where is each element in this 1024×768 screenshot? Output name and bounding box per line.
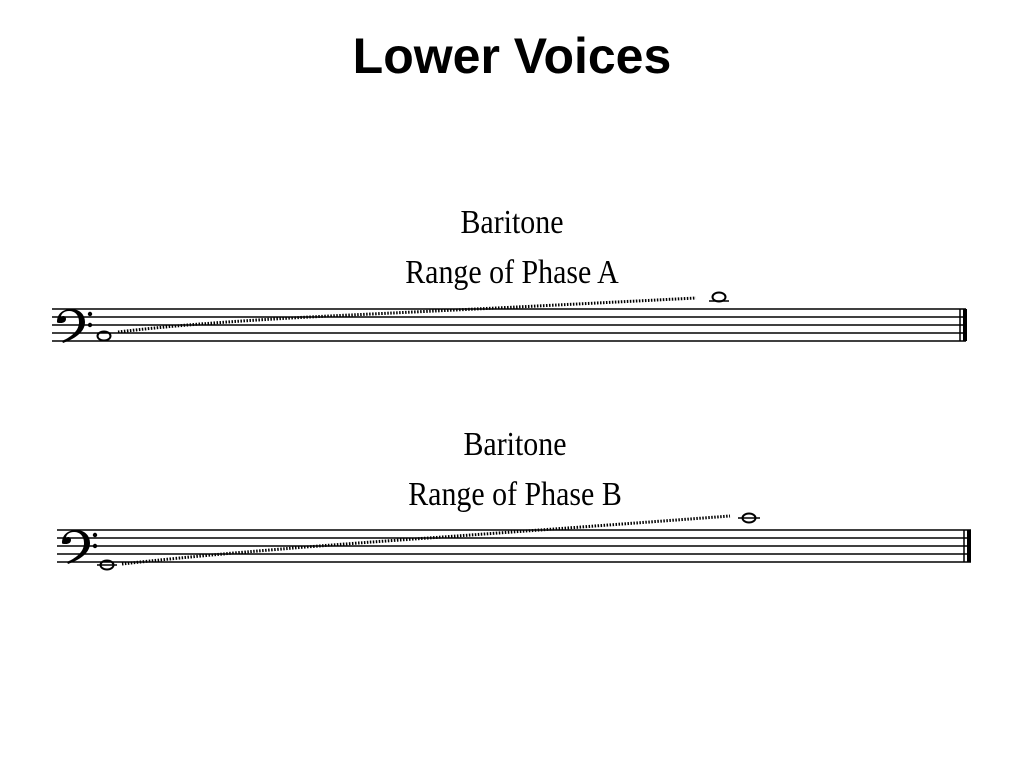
wavy-glissando-line	[121, 514, 731, 566]
instrument-name: Baritone	[460, 204, 564, 241]
range-example-phase-b: Baritone Range of Phase B	[0, 412, 1024, 612]
whole-note-icon	[97, 559, 117, 571]
bass-clef-icon	[57, 309, 93, 343]
final-barline	[963, 530, 971, 562]
range-example-phase-a: Baritone Range of Phase A	[0, 190, 1024, 390]
range-label: Range of Phase A	[405, 254, 619, 291]
wavy-glissando-line	[117, 296, 697, 334]
range-label: Range of Phase B	[408, 476, 622, 513]
slide-title: Lower Voices	[352, 28, 672, 84]
whole-note-icon	[738, 512, 760, 524]
final-barline	[959, 309, 967, 341]
bass-clef-icon	[62, 530, 98, 564]
whole-note-icon	[96, 330, 112, 342]
instrument-name: Baritone	[463, 426, 567, 463]
staff-lines	[52, 308, 966, 342]
whole-note-icon	[709, 291, 729, 303]
staff-diagram	[57, 512, 971, 571]
staff-diagram	[52, 291, 967, 343]
